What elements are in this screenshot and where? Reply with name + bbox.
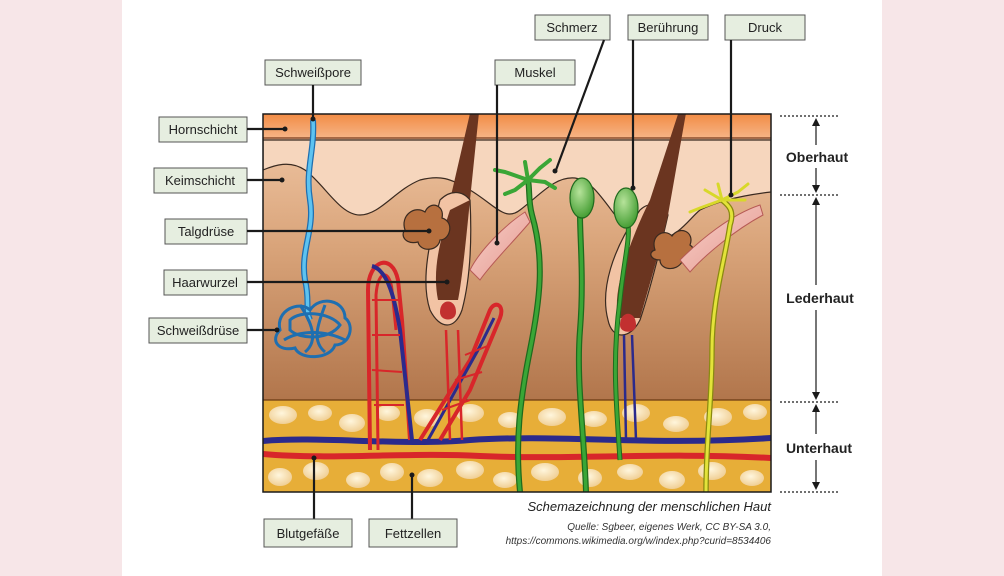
hair-2	[616, 114, 686, 318]
sebaceous-gland-1	[402, 204, 451, 250]
fat-cells	[268, 404, 767, 489]
label-schweissdruese: Schweißdrüse	[157, 323, 239, 338]
label-muskel: Muskel	[514, 65, 555, 80]
label-schweisspore: Schweißpore	[275, 65, 351, 80]
skin-block-border	[262, 113, 772, 493]
muscle-2	[679, 204, 764, 273]
vein-horizontal	[263, 435, 771, 445]
label-haarwurzel: Haarwurzel	[172, 275, 238, 290]
label-keimschicht-box	[153, 167, 248, 194]
label-blutgefaesse: Blutgefäße	[277, 526, 340, 541]
label-fettzellen-box	[368, 518, 458, 548]
touch-nerve	[569, 177, 639, 492]
label-schmerz: Schmerz	[546, 20, 597, 35]
zone-oberhaut: Oberhaut	[786, 149, 849, 165]
zone-arrowheads	[812, 118, 820, 490]
sweat-gland	[274, 299, 352, 359]
top-labels: Schweißpore Muskel Schmerz Berührung Dru…	[264, 14, 806, 246]
label-talgdruese-box	[164, 218, 248, 245]
label-fettzellen: Fettzellen	[385, 526, 441, 541]
label-druck-box	[724, 14, 806, 41]
source-line-1: Quelle: Sgbeer, eigenes Werk, CC BY-SA 3…	[567, 522, 771, 533]
zone-lederhaut: Lederhaut	[786, 290, 854, 306]
label-talgdruese: Talgdrüse	[178, 224, 234, 239]
label-beruehrung-box	[627, 14, 709, 41]
label-druck: Druck	[748, 20, 782, 35]
label-haarwurzel-box	[163, 269, 248, 296]
zone-scale	[780, 115, 840, 493]
figure-caption: Schemazeichnung der menschlichen Haut	[527, 499, 772, 514]
bottom-labels: Blutgefäße Fettzellen	[263, 455, 458, 548]
label-schmerz-box	[534, 14, 611, 41]
left-labels: Hornschicht Keimschicht Talgdrüse Haarwu…	[148, 116, 450, 344]
label-muskel-box	[494, 59, 576, 86]
source-line-2: https://commons.wikimedia.org/w/index.ph…	[506, 536, 772, 547]
label-hornschicht: Hornschicht	[169, 122, 238, 137]
muscle-1	[469, 211, 531, 281]
pain-nerve	[493, 158, 557, 492]
skin-block	[263, 114, 771, 492]
label-blutgefaesse-box	[263, 518, 353, 548]
zone-unterhaut: Unterhaut	[786, 440, 852, 456]
hornschicht-layer	[263, 114, 771, 138]
artery-horizontal	[263, 451, 771, 461]
capillary-loops	[365, 260, 504, 451]
label-keimschicht: Keimschicht	[165, 173, 235, 188]
label-beruehrung: Berührung	[638, 20, 699, 35]
sweat-duct	[302, 119, 316, 321]
